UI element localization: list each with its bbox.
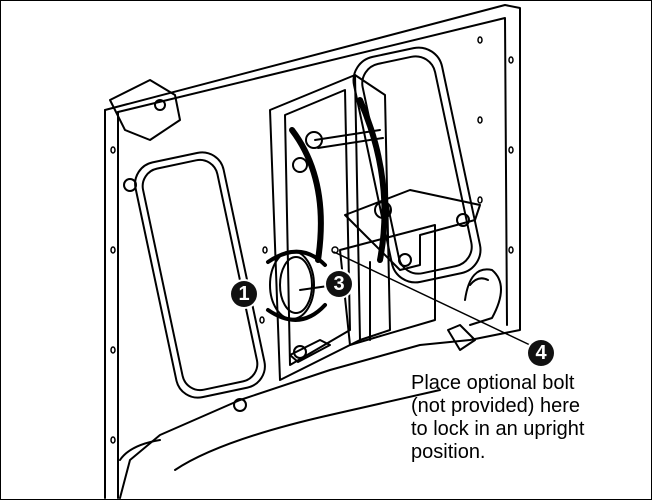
note-line-2: (not provided) here: [411, 395, 580, 417]
note-line-4: position.: [411, 441, 486, 463]
lower-housing: [339, 224, 436, 346]
lock-plate: [344, 189, 481, 271]
instruction-note: Place optional bolt (not provided) here …: [411, 372, 649, 464]
right-slot-window: [352, 46, 482, 284]
note-line-3: to lock in an upright: [411, 418, 585, 440]
left-slot-window: [134, 151, 266, 399]
callout-3: 3: [326, 271, 352, 297]
callout-4: 4: [528, 340, 554, 366]
back-plate: [104, 4, 521, 499]
hinge: [109, 79, 181, 141]
leader-line: [333, 251, 531, 346]
note-line-1: Place optional bolt: [411, 372, 575, 394]
callout-1: 1: [231, 281, 257, 307]
